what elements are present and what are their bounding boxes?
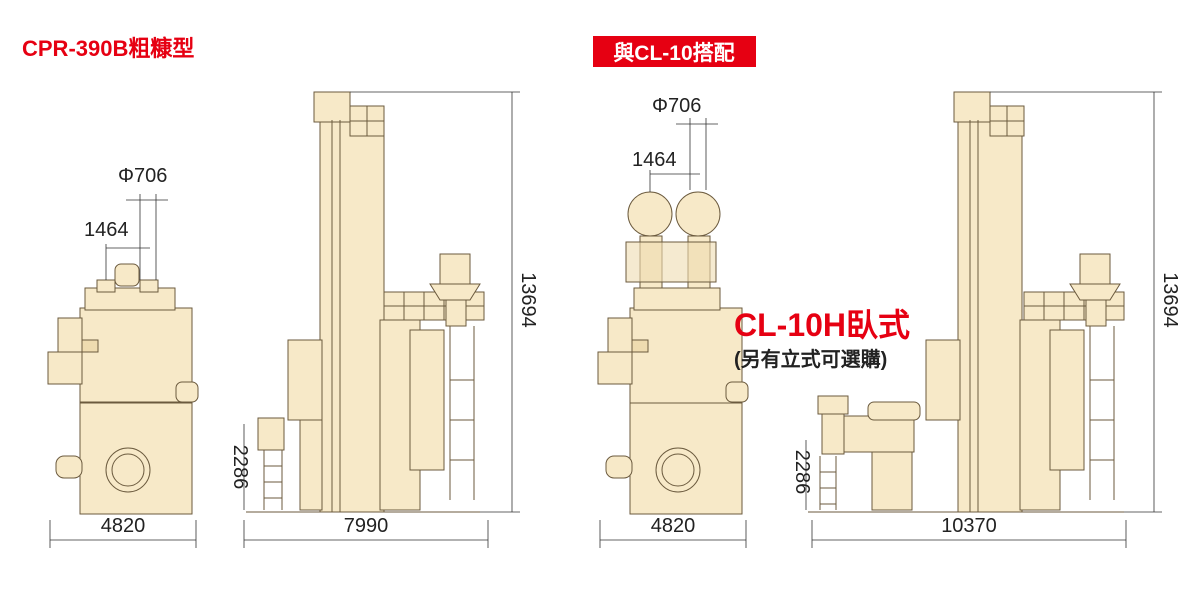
front-side-box: [47, 351, 83, 385]
right-spacing-label: 1464: [632, 149, 677, 171]
cyclone-neck: [445, 299, 467, 327]
model-label: CL-10H臥式: [734, 307, 910, 343]
cleaner-body: [843, 415, 915, 453]
front-top-block: [96, 279, 116, 293]
front-panel: [81, 339, 99, 353]
cyclone-duct: [625, 241, 717, 283]
front-side-box: [607, 317, 633, 355]
front-upper-body: [79, 307, 193, 404]
elevator-head: [953, 91, 991, 123]
twin-cyclones: [625, 191, 721, 289]
access-ladder: [263, 450, 283, 510]
support-frame: [1089, 326, 1115, 500]
cleaner-top: [867, 401, 921, 421]
left-phi-label: Φ706: [118, 165, 167, 187]
right-side-dimensions: 2286 10370 13694: [791, 91, 1181, 548]
left-side-view: [246, 91, 485, 513]
blower-unit: [257, 417, 285, 451]
model-note: (另有立式可選購): [734, 347, 887, 371]
cyclone-cone: [429, 283, 481, 301]
dryer-rear-panel: [1049, 329, 1085, 471]
left-front-dimensions: Φ706 1464 4820: [49, 165, 197, 548]
elevator-column: [319, 119, 385, 513]
front-top-cap: [84, 287, 176, 311]
right-side-width-label: 10370: [941, 515, 997, 537]
front-top-block: [139, 279, 159, 293]
cleaner-stand: [871, 451, 913, 511]
front-upper-body: [629, 307, 743, 404]
front-side-box: [605, 455, 633, 479]
cyclone-right: [675, 191, 721, 237]
cleaner-duct: [821, 413, 845, 455]
left-height-label: 13694: [517, 272, 539, 328]
dryer-side-panel: [925, 339, 961, 421]
right-phi-label: Φ706: [652, 95, 701, 117]
cyclone-neck: [1085, 299, 1107, 327]
left-ladder-height-label: 2286: [229, 445, 251, 490]
front-inlet-inner: [661, 453, 695, 487]
elevator-column: [957, 119, 1023, 513]
horizontal-cleaner: [817, 395, 921, 511]
cyclone-top: [1079, 253, 1111, 285]
left-side-width-label: 7990: [344, 515, 389, 537]
cyclone-top: [439, 253, 471, 285]
dryer-rear-panel: [409, 329, 445, 471]
dryer-side-panel: [287, 339, 323, 421]
cyclone-cone: [1069, 283, 1121, 301]
front-panel: [631, 339, 649, 353]
left-spacing-label: 1464: [84, 219, 129, 241]
right-front-dimensions: Φ706 1464 4820: [599, 95, 747, 548]
front-inlet-inner: [111, 453, 145, 487]
front-top-cap: [633, 287, 721, 311]
right-front-width-label: 4820: [651, 515, 696, 537]
front-side-box: [55, 455, 83, 479]
front-side-box: [57, 317, 83, 355]
front-inlet-outer: [105, 447, 151, 493]
left-front-view: [47, 263, 199, 515]
access-ladder: [819, 456, 837, 510]
front-side-box: [175, 381, 199, 403]
front-top-burner: [114, 263, 140, 287]
right-front-view: [597, 191, 749, 515]
front-inlet-outer: [655, 447, 701, 493]
left-front-width-label: 4820: [101, 515, 146, 537]
left-title: CPR-390B粗糠型: [22, 36, 194, 61]
front-side-box: [597, 351, 633, 385]
right-side-view: [808, 91, 1125, 513]
dryer-lower-panel: [299, 419, 323, 511]
elevator-head: [313, 91, 351, 123]
left-side-dimensions: 2286 7990 13694: [229, 91, 539, 548]
right-height-label: 13694: [1159, 272, 1181, 328]
right-ladder-height-label: 2286: [791, 450, 813, 495]
support-frame: [449, 326, 475, 500]
right-badge-text: 與CL-10搭配: [613, 42, 734, 65]
front-side-box: [725, 381, 749, 403]
cleaner-hood: [817, 395, 849, 415]
right-badge: 與CL-10搭配: [593, 36, 756, 67]
cyclone-left: [627, 191, 673, 237]
right-badge-background: [593, 36, 756, 67]
